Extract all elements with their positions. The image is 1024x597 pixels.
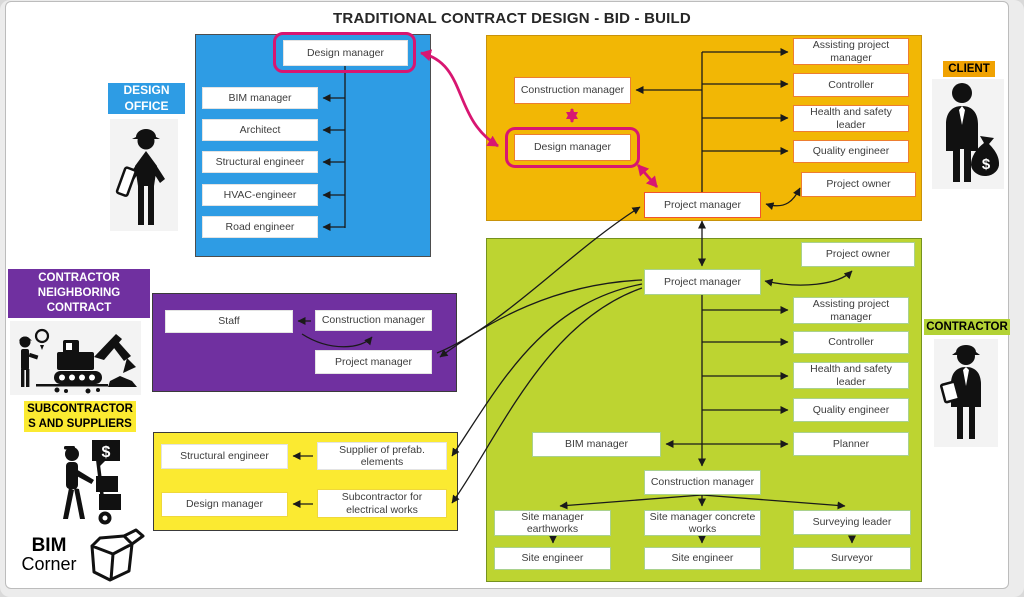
logo-line2: Corner (21, 553, 77, 574)
design-office-label: DESIGN OFFICE (108, 83, 185, 114)
box-contractor-assisting-pm: Assisting project manager (793, 297, 909, 324)
box-neighbor-project-manager: Project manager (315, 350, 432, 374)
box-site-engineer-2: Site engineer (644, 547, 761, 570)
box-client-construction-manager: Construction manager (514, 77, 631, 104)
box-neighbor-staff: Staff (165, 310, 293, 333)
contractor-label: CONTRACTOR (924, 319, 1010, 335)
contractor-label-text: CONTRACTOR (926, 320, 1008, 333)
subcontractor-arrows (292, 452, 313, 508)
neighboring-contract-label: CONTRACTOR NEIGHBORING CONTRACT (8, 269, 150, 318)
contractor-person-icon (934, 339, 998, 447)
box-office-structural-engineer: Structural engineer (202, 151, 318, 173)
box-office-road-engineer: Road engineer (202, 216, 318, 238)
client-label-text: CLIENT (948, 62, 990, 75)
design-office-person-icon (110, 119, 178, 231)
box-contractor-construction-manager: Construction manager (644, 470, 761, 495)
logo-line1: BIM (31, 534, 67, 556)
box-client-project-owner: Project owner (801, 172, 916, 197)
box-client-project-manager: Project manager (644, 192, 761, 218)
box-design-office-design-manager: Design manager (283, 40, 408, 66)
box-site-manager-concrete: Site manager concrete works (644, 510, 761, 536)
box-contractor-quality-engineer: Quality engineer (793, 398, 909, 422)
bim-corner-logo-text: BIM Corner (18, 536, 80, 575)
box-sub-supplier: Supplier of prefab. elements (317, 442, 447, 470)
box-site-engineer-1: Site engineer (494, 547, 611, 570)
client-person-icon: $ (932, 79, 1004, 189)
svg-text:$: $ (102, 444, 111, 461)
design-communication-arrows (420, 49, 659, 188)
design-office-label-line1: DESIGN (123, 82, 170, 97)
design-office-label-line2: OFFICE (124, 98, 169, 113)
supplier-person-icon: $ (52, 438, 136, 530)
box-neighbor-construction-manager: Construction manager (315, 310, 432, 331)
box-client-quality-engineer: Quality engineer (793, 140, 909, 163)
client-label: CLIENT (943, 61, 995, 77)
box-client-design-manager: Design manager (514, 134, 631, 161)
box-site-manager-earthworks: Site manager earthworks (494, 510, 611, 536)
design-manager-highlight-office (273, 32, 416, 73)
subcontractors-label: SUBCONTRACTOR S AND SUPPLIERS (24, 401, 136, 432)
box-office-hvac-engineer: HVAC-engineer (202, 184, 318, 206)
excavator-icon (10, 321, 141, 395)
neighboring-label-line2: NEIGHBORING (37, 287, 121, 300)
neighboring-label-line1: CONTRACTOR (38, 272, 120, 285)
box-contractor-controller: Controller (793, 331, 909, 354)
box-sub-structural-engineer: Structural engineer (161, 444, 288, 469)
box-sub-design-manager: Design manager (161, 492, 288, 517)
contractor-org-tree-arrows (549, 270, 856, 544)
box-contractor-hs-leader: Health and safety leader (793, 362, 909, 389)
box-contractor-project-owner: Project owner (801, 242, 915, 267)
box-contractor-bim-manager: BIM manager (532, 432, 661, 457)
client-org-tree-arrows (635, 48, 801, 267)
box-surveying-leader: Surveying leader (793, 510, 911, 535)
subcontractors-label-line1: SUBCONTRACTOR (27, 402, 133, 415)
bim-box-icon (90, 528, 145, 582)
box-surveyor: Surveyor (793, 547, 911, 570)
neighboring-contract-arrows (297, 317, 373, 348)
box-client-controller: Controller (793, 73, 909, 97)
design-manager-highlight-client (505, 127, 640, 168)
box-sub-electrical: Subcontractor for electrical works (317, 489, 447, 518)
design-office-tree-arrows (322, 66, 346, 231)
neighboring-label-line3: CONTRACT (46, 301, 112, 314)
box-client-assisting-pm: Assisting project manager (793, 38, 909, 65)
neighboring-contract-block (152, 293, 457, 392)
bim-corner-logo: BIM Corner (18, 526, 153, 584)
svg-text:$: $ (982, 156, 991, 173)
box-contractor-project-manager: Project manager (644, 269, 761, 295)
cross-block-curved-arrows (436, 206, 643, 504)
box-contractor-planner: Planner (793, 432, 909, 456)
box-office-architect: Architect (202, 119, 318, 141)
box-client-hs-leader: Health and safety leader (793, 105, 909, 132)
diagram-title: TRADITIONAL CONTRACT DESIGN - BID - BUIL… (333, 10, 691, 27)
box-office-bim-manager: BIM manager (202, 87, 318, 109)
subcontractors-label-line2: S AND SUPPLIERS (28, 417, 132, 430)
